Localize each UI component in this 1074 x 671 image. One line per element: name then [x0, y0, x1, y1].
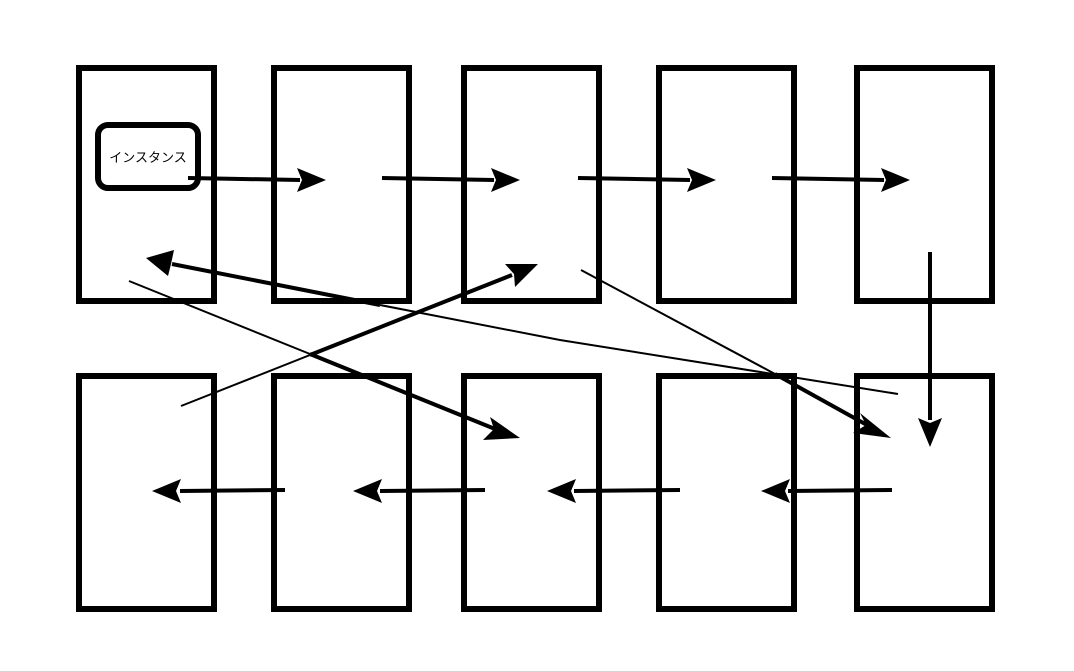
arrow-top-3-to-bottom-5 — [580, 269, 891, 438]
arrow-top-4-to-5 — [771, 168, 910, 192]
instance-box — [95, 122, 201, 191]
instance-label: インスタンス — [109, 151, 186, 166]
block-bottom-5 — [854, 373, 995, 612]
arrow-bottom-4-to-3 — [547, 479, 681, 503]
arrow-bottom-3-to-2 — [353, 479, 486, 503]
block-top-4 — [656, 65, 797, 304]
arrow-bottom-2-to-1 — [152, 479, 286, 503]
block-top-1 — [76, 65, 217, 304]
arrow-bottom-5-to-4 — [761, 479, 893, 503]
arrow-top-3-to-4 — [577, 168, 716, 192]
block-top-3 — [461, 65, 602, 304]
block-top-5 — [854, 65, 995, 304]
arrow-top-5-to-bottom-5 — [918, 252, 942, 447]
block-top-2 — [271, 65, 412, 304]
arrow-bottom-5-to-top-1 — [146, 250, 899, 395]
arrow-top-1-to-2 — [187, 168, 326, 192]
arrow-top-2-to-3 — [381, 168, 520, 192]
arrow-top-1-to-bottom-3 — [128, 280, 520, 440]
arrow-bottom-1-to-top-3 — [180, 264, 538, 407]
